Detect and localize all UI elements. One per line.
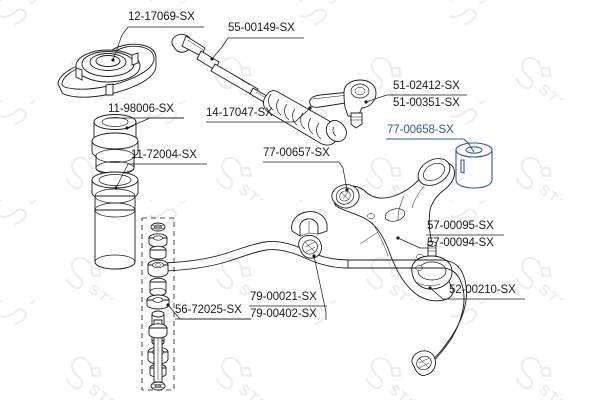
part-label-11-98006-sx: 11-98006-SX (108, 103, 174, 115)
part-label-51-00351-sx: 51-00351-SX (393, 97, 460, 109)
part-label-79-00402-sx: 79-00402-SX (250, 308, 317, 320)
part-label-79-00021-sx: 79-00021-SX (250, 291, 317, 303)
part-label-11-72004-sx: 11-72004-SX (131, 149, 197, 161)
part-label-55-00149-sx: 55-00149-SX (228, 22, 295, 34)
part-label-52-00210-sx: 52-00210-SX (449, 284, 516, 296)
part-label-57-00095-sx: 57-00095-SX (427, 220, 494, 232)
part-label-56-72025-sx: 56-72025-SX (175, 304, 242, 316)
part-label-12-17069-sx: 12-17069-SX (128, 11, 195, 23)
part-label-51-02412-sx: 51-02412-SX (393, 80, 460, 92)
part-label-57-00094-sx: 57-00094-SX (427, 237, 494, 249)
part-label-14-17047-sx: 14-17047-SX (206, 107, 273, 119)
part-label-77-00657-sx: 77-00657-SX (263, 147, 330, 159)
part-label-77-00658-sx: 77-00658-SX (387, 124, 454, 136)
